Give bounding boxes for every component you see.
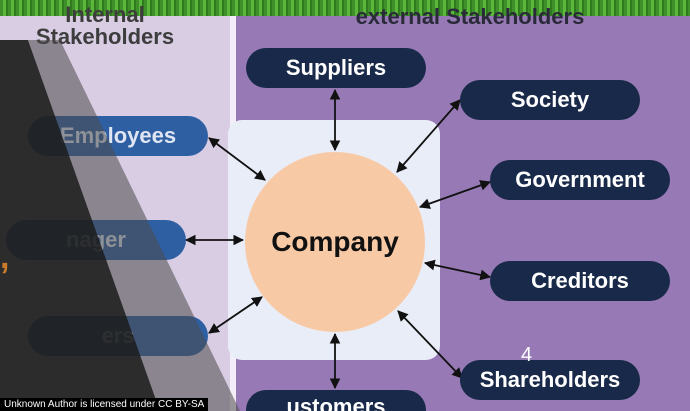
overlay-fragment-text: , xyxy=(0,238,10,276)
internal-stakeholders-heading: Internal Stakeholders xyxy=(10,4,200,48)
creditors-node: Creditors xyxy=(490,261,670,301)
company-label: Company xyxy=(271,226,399,257)
suppliers-node: Suppliers xyxy=(246,48,426,88)
arrow-society xyxy=(396,99,461,173)
arrow-employees xyxy=(208,137,266,181)
arrow-creditors xyxy=(423,259,492,281)
arrow-shareholders xyxy=(397,310,463,379)
government-node: Government xyxy=(490,160,670,200)
grass-strip-decoration xyxy=(0,0,690,16)
shareholders-node: Shareholders xyxy=(460,360,640,400)
slide-number: 4 xyxy=(521,344,533,366)
external-stakeholders-heading: external Stakeholders xyxy=(355,4,585,29)
arrow-owners xyxy=(208,296,263,334)
arrow-government xyxy=(418,180,492,209)
company-node: Company xyxy=(245,152,425,332)
society-node: Society xyxy=(460,80,640,120)
customers-node: ustomers xyxy=(246,390,426,411)
image-credit[interactable]: Unknown Author is licensed under CC BY-S… xyxy=(0,398,209,411)
internal-heading-text: Internal Stakeholders xyxy=(35,2,175,49)
